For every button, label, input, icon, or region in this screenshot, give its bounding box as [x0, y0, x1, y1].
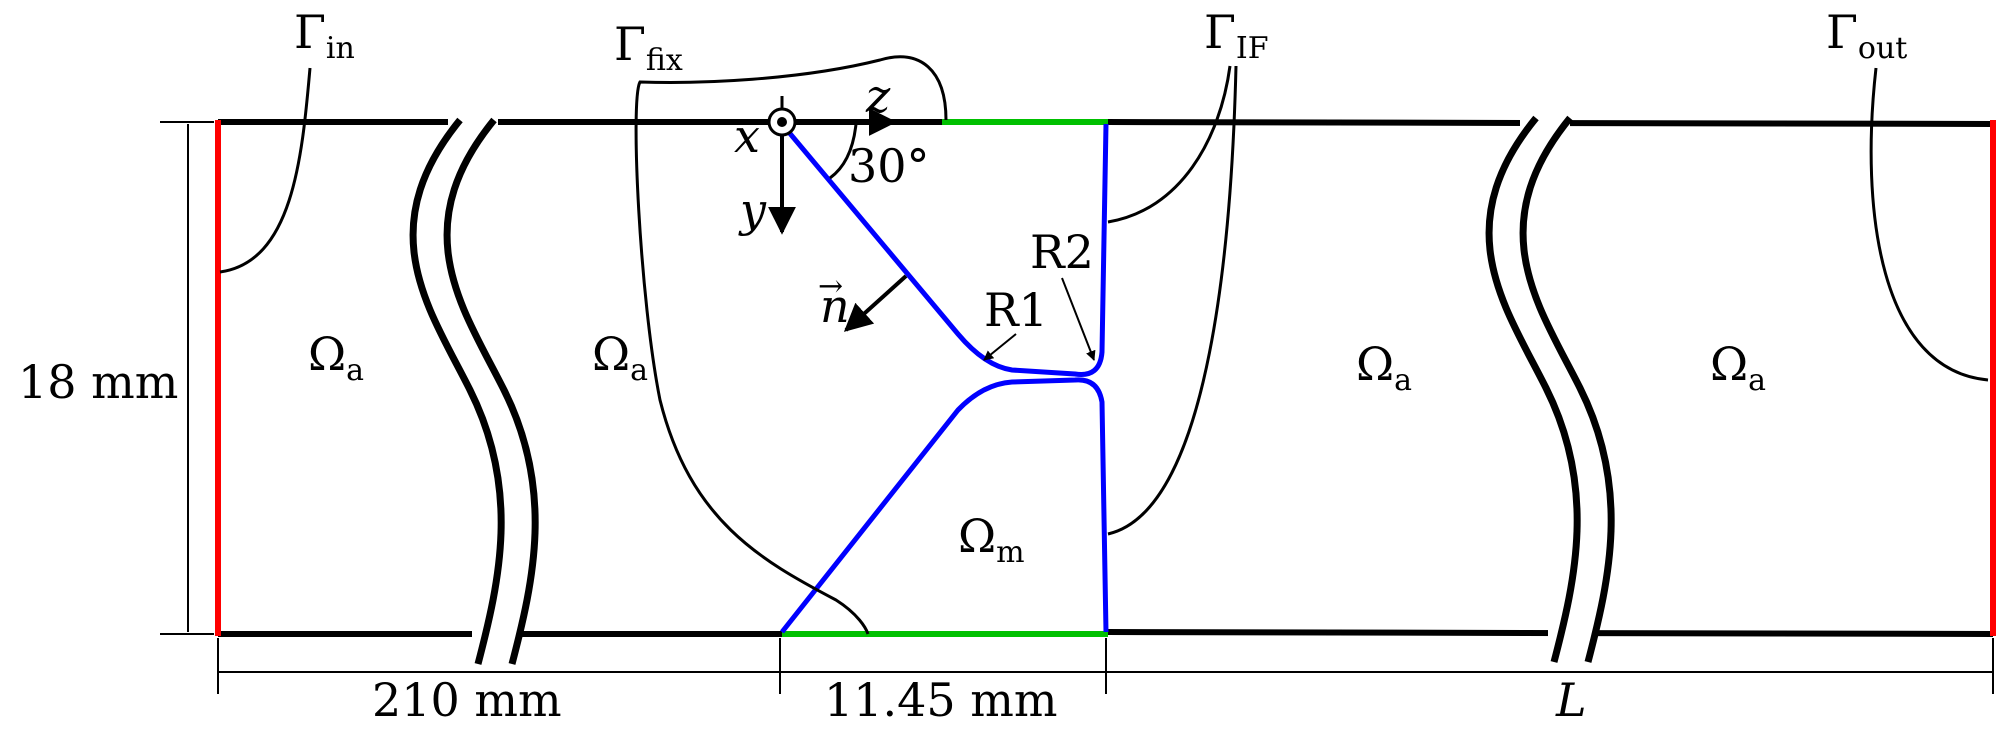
label-r2: R2: [1030, 225, 1094, 279]
label-outlet-length: L: [1555, 673, 1587, 727]
r2-pointer: [1061, 277, 1096, 361]
label-axis-z: z: [865, 69, 891, 123]
label-normal-arrow: →: [818, 269, 843, 304]
normal-vector: [843, 274, 908, 332]
label-gamma-if: ΓIF: [1204, 5, 1269, 66]
dimension-horizontal: [217, 638, 1994, 694]
leader-gamma-if-upper: [1107, 65, 1232, 224]
break-mark-right: [1485, 110, 1615, 663]
label-normal: n: [820, 279, 850, 333]
interface-valve-lower: [780, 377, 1109, 634]
leader-gamma-fix: [634, 55, 948, 635]
leader-gamma-out: [1869, 67, 1989, 382]
leader-curves: [219, 55, 1989, 635]
r1-pointer: [983, 333, 1017, 361]
label-omega-a-4: Ωa: [1710, 337, 1766, 398]
label-gamma-fix: Γfix: [614, 17, 683, 78]
label-gamma-out: Γout: [1826, 5, 1907, 66]
interface-valve-upper: [780, 122, 1109, 378]
coordinate-system: [767, 96, 897, 235]
leader-gamma-if-lower: [1107, 65, 1238, 536]
label-gamma-in: Γin: [294, 5, 355, 66]
label-omega-m: Ωm: [958, 509, 1025, 570]
label-axis-x: x: [734, 109, 760, 163]
label-valve-length: 11.45 mm: [824, 673, 1058, 727]
label-axis-y: y: [738, 183, 767, 237]
label-height: 18 mm: [18, 355, 178, 409]
break-mark-left: [409, 110, 539, 665]
label-r1: R1: [984, 283, 1048, 337]
label-inlet-length: 210 mm: [372, 673, 562, 727]
label-angle: 30°: [848, 139, 930, 193]
dimension-height: [160, 121, 214, 635]
label-omega-a-1: Ωa: [308, 327, 364, 388]
angle-arc: [829, 123, 858, 180]
label-omega-a-2: Ωa: [592, 327, 648, 388]
label-omega-a-3: Ωa: [1356, 337, 1412, 398]
leader-gamma-in: [219, 67, 312, 274]
